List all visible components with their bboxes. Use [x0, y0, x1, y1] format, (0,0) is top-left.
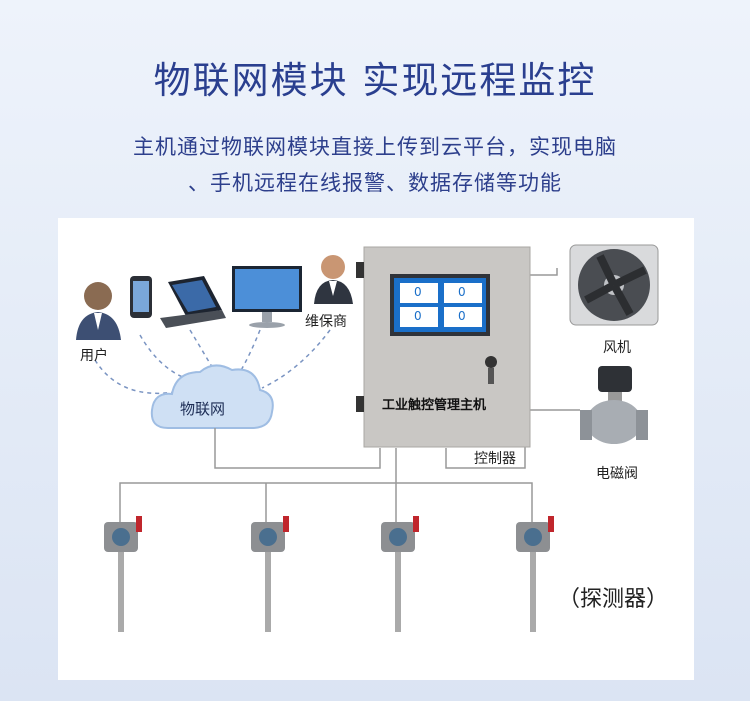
detector-icon	[251, 516, 289, 632]
valve-label: 电磁阀	[596, 466, 638, 482]
controller-text: 工业触控管理主机	[382, 398, 487, 413]
cloud-icon	[150, 364, 274, 429]
user-icon	[76, 282, 121, 340]
controller-cabinet	[356, 246, 531, 448]
solenoid-valve-icon	[580, 366, 648, 444]
subtitle-line-1: 主机通过物联网模块直接上传到云平台，实现电脑	[133, 135, 617, 159]
network-lines	[119, 268, 580, 522]
detector-label: （探测器）	[558, 587, 669, 612]
detector-icon	[381, 516, 419, 632]
maintainer-label: 维保商	[305, 314, 347, 330]
monitor-icon	[232, 266, 302, 328]
laptop-icon	[160, 276, 226, 328]
detector-icon	[516, 516, 554, 632]
phone-icon	[130, 276, 152, 318]
screen-value: 0	[458, 309, 466, 323]
page-title: 物联网模块 实现远程监控	[153, 59, 597, 102]
screen-value: 0	[414, 309, 422, 323]
fan-label: 风机	[603, 340, 631, 356]
fan-icon	[569, 244, 659, 326]
screen-value: 0	[414, 285, 422, 299]
cloud-label: 物联网	[180, 400, 226, 418]
maintainer-icon	[314, 255, 353, 304]
screen-value: 0	[458, 285, 466, 299]
user-label: 用户	[80, 348, 108, 364]
subtitle-line-2: 、手机远程在线报警、数据存储等功能	[188, 171, 562, 195]
controller-label: 控制器	[474, 451, 516, 467]
detector-icon	[104, 516, 142, 632]
detectors	[104, 516, 554, 632]
